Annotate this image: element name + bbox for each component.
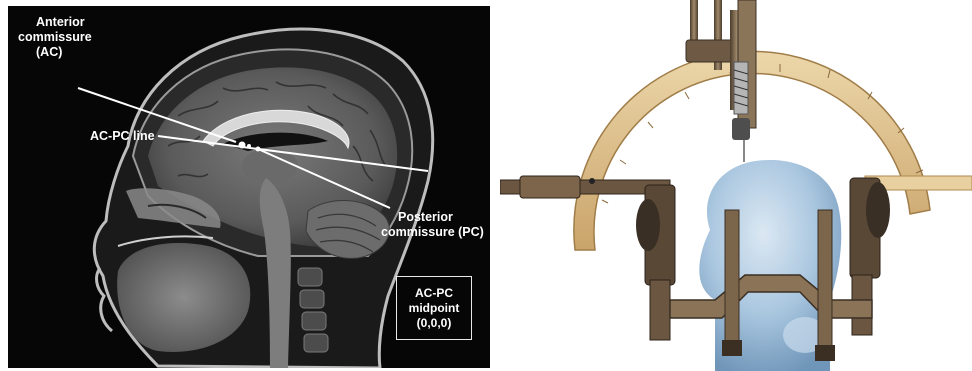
acpc-line-label: AC-PC line	[90, 129, 155, 143]
posterior-label-2: commissure (PC)	[381, 225, 484, 239]
anterior-label-1: Anterior	[36, 15, 85, 29]
mri-sagittal-panel: Anterior commissure (AC) AC-PC line Post…	[8, 6, 490, 368]
midpoint-label-2: midpoint	[397, 301, 471, 316]
front-post-right	[818, 210, 832, 360]
stereotactic-frame-image	[500, 0, 972, 371]
midpoint-label-3: (0,0,0)	[397, 316, 471, 331]
acpc-midpoint-box: AC-PC midpoint (0,0,0)	[396, 276, 472, 340]
anterior-label-3: (AC)	[36, 45, 62, 59]
ac-point	[239, 142, 246, 149]
posterior-label-1: Posterior	[398, 210, 453, 224]
stereotactic-frame-panel	[500, 0, 972, 371]
pc-point	[256, 147, 261, 152]
anterior-label-2: commissure	[18, 30, 92, 44]
midpoint-label-1: AC-PC	[397, 286, 471, 301]
acpc-midpoint-dot	[247, 144, 251, 148]
front-post-left	[725, 210, 739, 350]
